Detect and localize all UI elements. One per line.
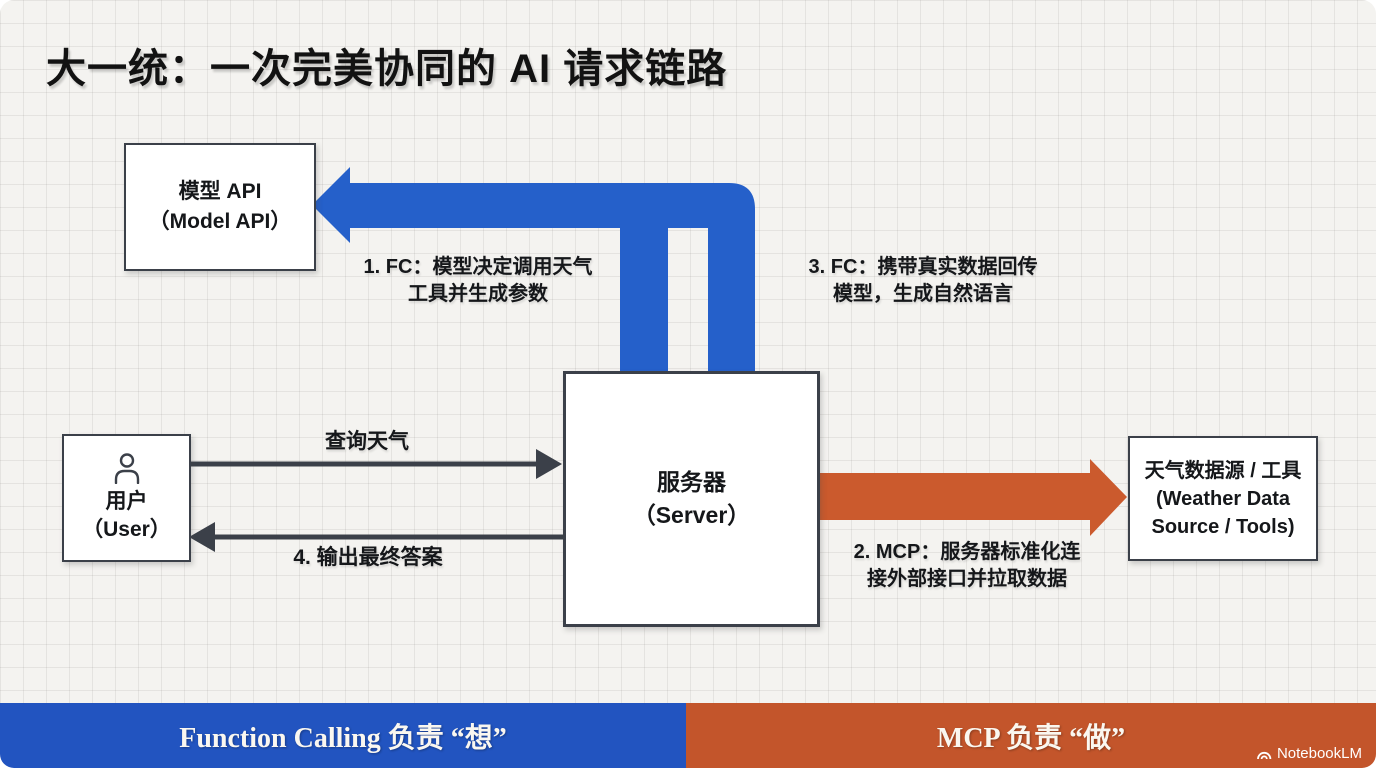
user-person-icon — [114, 453, 139, 484]
footer-mcp-bar: MCP 负责 “做” NotebookLM — [686, 703, 1376, 768]
user-label-en: （User） — [82, 518, 171, 541]
user-label-zh: 用户 — [105, 490, 148, 513]
page-title: 大一统：一次完美协同的 AI 请求链路 — [46, 47, 728, 91]
mcp-flow-arrow-icon — [814, 459, 1127, 536]
step3-fc-label-line2: 模型，生成自然语言 — [833, 283, 1013, 305]
server-node: 服务器 （Server） — [563, 371, 820, 627]
server-label-zh: 服务器 — [657, 469, 726, 495]
weather-label-en2: Source / Tools) — [1151, 515, 1295, 538]
notebooklm-watermark-text: NotebookLM — [1276, 745, 1362, 762]
step1-fc-label-line1: 1. FC：模型决定调用天气 — [363, 256, 593, 278]
footer-mcp-text: MCP 负责 “做” — [936, 722, 1126, 754]
model-api-node: 模型 API （Model API） — [124, 143, 316, 271]
server-to-user-arrow-icon — [189, 522, 563, 552]
footer-function-calling-bar: Function Calling 负责 “想” — [0, 703, 686, 768]
footer-function-calling-text: Function Calling 负责 “想” — [179, 722, 507, 754]
weather-label-zh: 天气数据源 / 工具 — [1144, 459, 1302, 482]
step3-fc-label: 3. FC：携带真实数据回传 模型，生成自然语言 — [758, 254, 1088, 308]
weather-source-node: 天气数据源 / 工具 (Weather Data Source / Tools) — [1128, 436, 1318, 561]
fc-flow-arrow-icon — [312, 167, 755, 372]
model-api-label-zh: 模型 API — [178, 180, 262, 203]
model-api-label-en: （Model API） — [148, 210, 292, 233]
step2-mcp-label-line1: 2. MCP：服务器标准化连 — [853, 541, 1081, 563]
notebooklm-watermark: NotebookLM — [1256, 745, 1362, 762]
step2-mcp-label-line2: 接外部接口并拉取数据 — [867, 568, 1067, 590]
step2-mcp-label: 2. MCP：服务器标准化连 接外部接口并拉取数据 — [833, 539, 1101, 593]
query-weather-label: 查询天气 — [325, 430, 409, 453]
step1-fc-label: 1. FC：模型决定调用天气 工具并生成参数 — [338, 254, 618, 308]
user-node: 用户 （User） — [62, 434, 191, 562]
server-label-en: （Server） — [632, 502, 751, 528]
user-to-server-arrow-icon — [187, 449, 562, 479]
step3-fc-label-line1: 3. FC：携带真实数据回传 — [808, 256, 1038, 278]
weather-label-en1: (Weather Data — [1155, 487, 1291, 510]
step4-answer-label: 4. 输出最终答案 — [293, 546, 443, 569]
step1-fc-label-line2: 工具并生成参数 — [408, 283, 548, 305]
notebooklm-logo-icon — [1257, 751, 1272, 760]
